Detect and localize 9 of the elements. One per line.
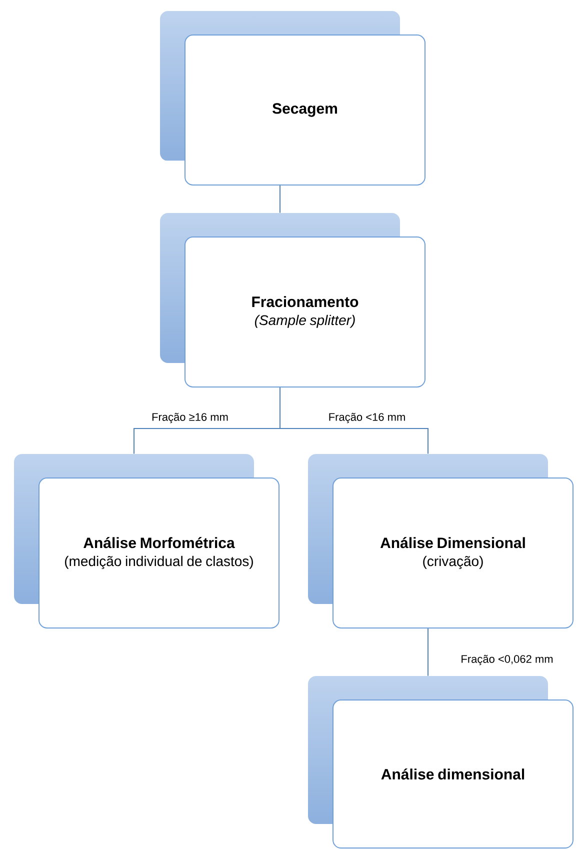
process-box: Análise Morfométrica (medição individual de clastos)	[38, 478, 280, 628]
process-box: Fracionamento (Sample splitter)	[184, 236, 426, 388]
edge-label: Fração ≥16 mm	[150, 412, 230, 424]
edge-label: Fração <16 mm	[327, 412, 407, 424]
process-box: Análise dimensional	[332, 700, 574, 848]
process-box: Análise Dimensional (crivação)	[332, 478, 574, 628]
connector-line	[280, 387, 428, 454]
process-box: Secagem	[184, 34, 426, 186]
edge-label: Fração <0,062 mm	[460, 654, 554, 666]
